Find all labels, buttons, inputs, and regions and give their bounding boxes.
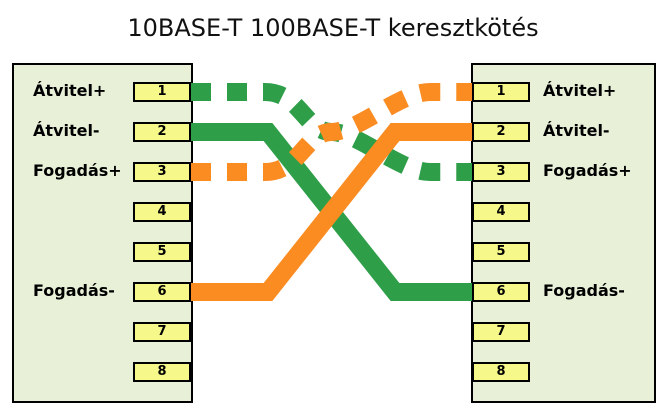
right-pin-7: 7 — [472, 322, 530, 342]
left-pin-8: 8 — [133, 362, 191, 382]
left-signal-label: Átvitel+ — [33, 81, 107, 100]
right-pin-4: 4 — [472, 202, 530, 222]
left-pin-7: 7 — [133, 322, 191, 342]
left-pin-1: 1 — [133, 82, 191, 102]
left-signal-label: Átvitel- — [33, 121, 100, 140]
left-pin-6: 6 — [133, 282, 191, 302]
left-connector-panel — [12, 63, 193, 403]
right-pin-5: 5 — [472, 242, 530, 262]
right-signal-label: Fogadás+ — [543, 161, 632, 180]
right-pin-1: 1 — [472, 82, 530, 102]
left-pin-5: 5 — [133, 242, 191, 262]
right-signal-label: Átvitel- — [543, 121, 610, 140]
left-pin-4: 4 — [133, 202, 191, 222]
right-pin-8: 8 — [472, 362, 530, 382]
diagram-title: 10BASE-T 100BASE-T keresztkötés — [127, 14, 539, 42]
right-pin-2: 2 — [472, 122, 530, 142]
left-pin-3: 3 — [133, 162, 191, 182]
right-signal-label: Fogadás- — [543, 281, 625, 300]
right-pin-3: 3 — [472, 162, 530, 182]
left-pin-2: 2 — [133, 122, 191, 142]
right-pin-6: 6 — [472, 282, 530, 302]
left-signal-label: Fogadás+ — [33, 161, 122, 180]
wire-3-to-1 — [191, 83, 472, 181]
left-signal-label: Fogadás- — [33, 281, 115, 300]
right-connector-panel — [471, 63, 656, 403]
wire-6-to-2 — [191, 123, 472, 301]
right-signal-label: Átvitel+ — [543, 81, 617, 100]
